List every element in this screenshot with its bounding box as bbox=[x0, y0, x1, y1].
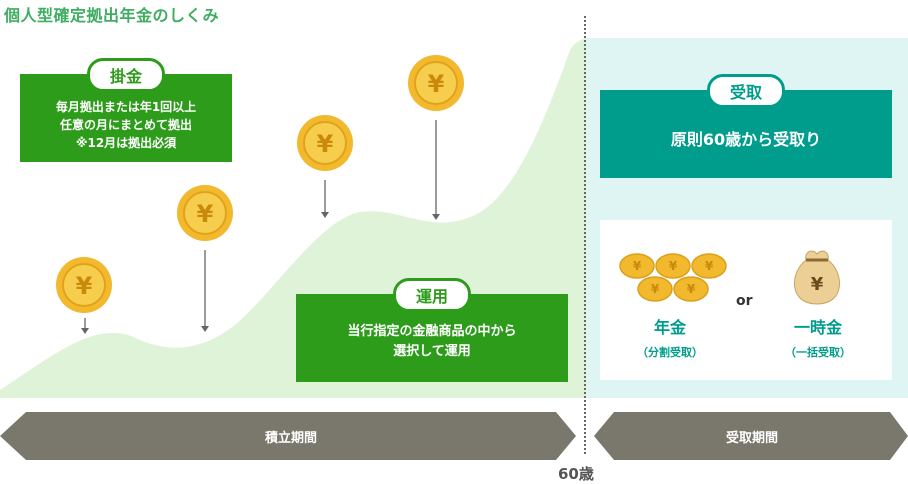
svg-text:¥: ¥ bbox=[633, 259, 642, 273]
svg-text:¥: ¥ bbox=[705, 259, 714, 273]
receipt-box: 受取 原則60歳から受取り bbox=[600, 74, 892, 178]
svg-text:¥: ¥ bbox=[317, 130, 334, 158]
receipt-period-bar bbox=[594, 412, 908, 460]
contribution-description: 毎月拠出または年1回以上 任意の月にまとめて拠出 ※12月は拠出必須 bbox=[20, 98, 232, 152]
yen-coin-stack-icon: ¥ ¥ ¥ ¥ ¥ bbox=[619, 253, 727, 302]
svg-text:¥: ¥ bbox=[687, 282, 696, 296]
receipt-period-label: 受取期間 bbox=[725, 431, 778, 446]
yen-coin-icon: ¥ bbox=[177, 185, 233, 241]
contribution-line: ※12月は拠出必須 bbox=[75, 136, 177, 150]
receipt-label: 受取 bbox=[706, 74, 786, 108]
svg-text:¥: ¥ bbox=[197, 200, 214, 228]
age-marker: 60歳 bbox=[558, 465, 594, 483]
yen-coin-icon: ¥ bbox=[56, 257, 112, 313]
lumpsum-label: 一時金 bbox=[793, 318, 842, 337]
svg-text:¥: ¥ bbox=[76, 272, 93, 300]
svg-text:¥: ¥ bbox=[651, 282, 660, 296]
svg-text:¥: ¥ bbox=[428, 70, 445, 98]
management-line: 当行指定の金融商品の中から bbox=[347, 324, 517, 339]
yen-coin-icon: ¥ bbox=[297, 115, 353, 171]
accumulation-period-bar bbox=[0, 412, 576, 460]
lumpsum-sublabel: （一括受取） bbox=[785, 346, 851, 359]
management-label: 運用 bbox=[392, 278, 472, 312]
contribution-box: 掛金 毎月拠出または年1回以上 任意の月にまとめて拠出 ※12月は拠出必須 bbox=[20, 58, 232, 162]
management-description: 当行指定の金融商品の中から 選択して運用 bbox=[296, 322, 568, 362]
svg-text:¥: ¥ bbox=[669, 259, 678, 273]
pension-label: 年金 bbox=[653, 318, 686, 337]
contribution-label: 掛金 bbox=[86, 58, 166, 92]
management-box: 運用 当行指定の金融商品の中から 選択して運用 bbox=[296, 278, 568, 382]
or-text: or bbox=[736, 293, 753, 309]
yen-money-bag-icon: ¥ bbox=[794, 250, 840, 305]
page-title: 個人型確定拠出年金のしくみ bbox=[4, 6, 220, 25]
accumulation-period-label: 積立期間 bbox=[264, 431, 317, 446]
contribution-line: 任意の月にまとめて拠出 bbox=[59, 118, 192, 132]
contribution-line: 毎月拠出または年1回以上 bbox=[55, 100, 197, 114]
receipt-description: 原則60歳から受取り bbox=[670, 130, 822, 149]
age-divider-line bbox=[584, 16, 586, 454]
yen-coin-icon: ¥ bbox=[408, 55, 464, 111]
pension-sublabel: （分割受取） bbox=[637, 346, 703, 359]
management-line: 選択して運用 bbox=[393, 344, 471, 359]
svg-text:¥: ¥ bbox=[811, 274, 824, 295]
